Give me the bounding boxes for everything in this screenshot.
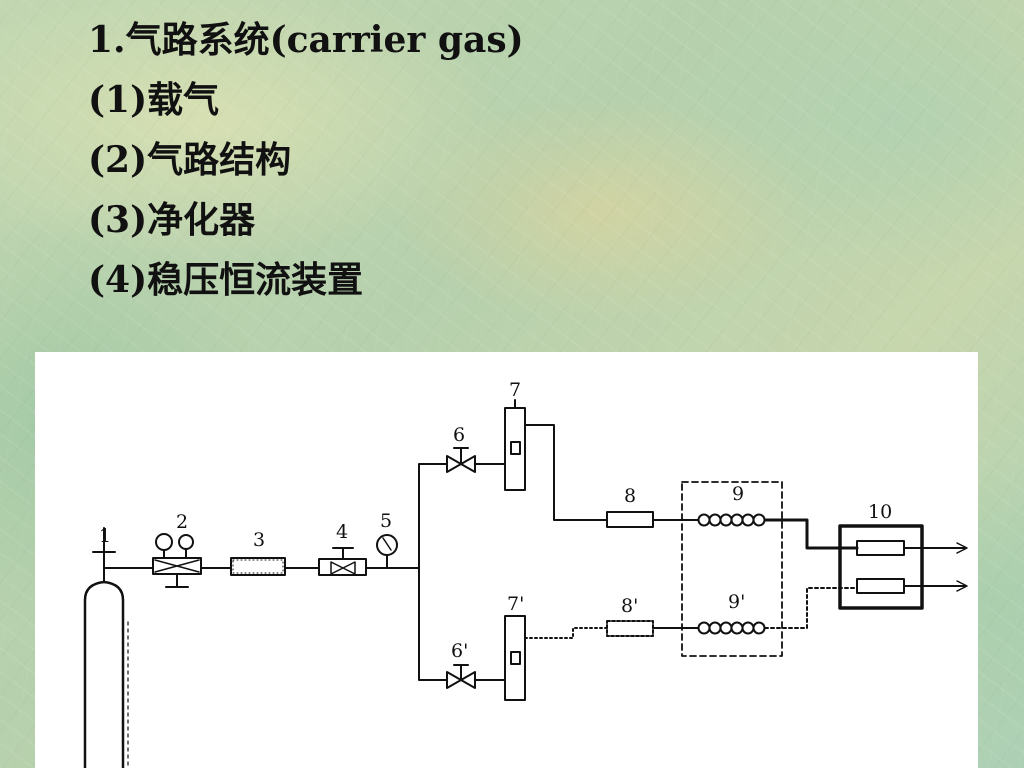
label-injector-a: 8 xyxy=(624,485,636,507)
label-injector-b: 8' xyxy=(621,595,638,617)
slide-item-purifier: (3)净化器 xyxy=(88,199,256,241)
label-flowmeter-b: 7' xyxy=(507,593,524,615)
slide-heading: 1.气路系统(carrier gas) xyxy=(88,19,524,61)
label-column-a: 9 xyxy=(732,483,744,505)
pipe-b-2 xyxy=(524,627,608,639)
label-valve: 4 xyxy=(336,521,348,543)
slide-item-flow-control: (4)稳压恒流装置 xyxy=(88,259,364,301)
needle-valve-b xyxy=(446,664,476,689)
gas-path-diagram: 1 2 3 4 xyxy=(35,352,978,768)
detector xyxy=(838,524,968,610)
injector-a xyxy=(606,511,654,528)
label-detector: 10 xyxy=(868,501,892,523)
label-column-b: 9' xyxy=(728,591,745,613)
label-cylinder: 1 xyxy=(99,525,111,547)
slide-item-gas-path-structure: (2)气路结构 xyxy=(88,139,292,181)
column-oven xyxy=(681,481,783,657)
pipe-branch-upper xyxy=(418,463,448,569)
stabilizing-valve xyxy=(318,547,367,576)
pressure-regulator xyxy=(152,533,202,588)
label-regulator: 2 xyxy=(176,511,188,533)
flowmeter-b xyxy=(504,615,526,701)
slide-text: 1.气路系统(carrier gas) (1)载气 (2)气路结构 (3)净化器… xyxy=(88,10,524,310)
pressure-gauge xyxy=(376,534,398,569)
gas-cylinder xyxy=(83,527,129,768)
label-gauge: 5 xyxy=(380,510,392,532)
pipe-a-4 xyxy=(763,518,859,550)
label-flowmeter-a: 7 xyxy=(509,379,521,401)
slide-item-carrier-gas: (1)载气 xyxy=(88,79,220,121)
column-b xyxy=(692,621,766,635)
flowmeter-a xyxy=(504,399,526,491)
pipe-branch-lower xyxy=(418,567,448,681)
injector-b xyxy=(606,620,654,637)
pipe-b-4 xyxy=(764,587,858,629)
needle-valve-a xyxy=(446,447,476,473)
label-purifier: 3 xyxy=(253,529,265,551)
purifier xyxy=(230,557,286,576)
label-valve-b: 6' xyxy=(451,640,468,662)
label-valve-a: 6 xyxy=(453,424,465,446)
pipe-a-2 xyxy=(524,424,608,521)
column-a xyxy=(692,513,766,527)
